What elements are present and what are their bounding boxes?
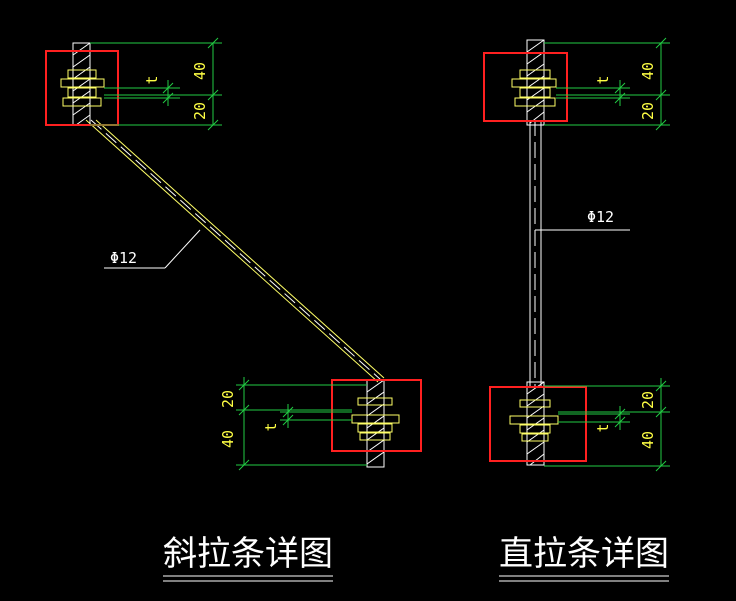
top-right-dim-lower: 20 xyxy=(639,102,657,120)
diagonal-rod-label: Φ12 xyxy=(110,249,137,267)
bottom-left-dim-upper: 20 xyxy=(219,390,237,408)
diagonal-tie-title: 斜拉条详图 xyxy=(163,534,333,574)
bottom-right-highlight xyxy=(331,379,422,452)
straight-tie-detail: 40 20 t Φ12 xyxy=(483,37,670,582)
bottom-right-anchor xyxy=(351,379,400,468)
straight-rod xyxy=(529,120,542,386)
top-right-anchor xyxy=(511,39,557,126)
top-left-dimensions xyxy=(90,37,222,131)
diagonal-tie-detail: 40 20 t Φ12 xyxy=(45,37,422,582)
bottom-right-dim-upper: 20 xyxy=(639,391,657,409)
bottom-right-dim-thickness: t xyxy=(594,423,612,432)
diagonal-rod xyxy=(85,119,385,383)
bottom-right-straight-anchor xyxy=(509,381,559,466)
bottom-right-straight-highlight xyxy=(489,386,587,462)
diagonal-rod-leader xyxy=(104,229,201,269)
top-right-highlight xyxy=(483,52,568,122)
bottom-left-dim-thickness: t xyxy=(262,422,280,431)
bottom-left-dimensions xyxy=(236,377,367,471)
top-right-dim-upper: 40 xyxy=(639,62,657,80)
bottom-right-dim-lower: 40 xyxy=(639,431,657,449)
top-left-dim-thickness: t xyxy=(143,75,161,84)
straight-rod-label: Φ12 xyxy=(587,208,614,226)
top-right-dimensions xyxy=(544,37,670,131)
straight-tie-title: 直拉条详图 xyxy=(499,534,669,574)
top-left-anchor xyxy=(60,42,105,126)
bottom-left-dim-lower: 40 xyxy=(219,430,237,448)
top-left-dim-upper: 40 xyxy=(191,62,209,80)
top-right-dim-thickness: t xyxy=(594,75,612,84)
top-left-dim-lower: 20 xyxy=(191,102,209,120)
bottom-right-dimensions xyxy=(544,378,670,472)
